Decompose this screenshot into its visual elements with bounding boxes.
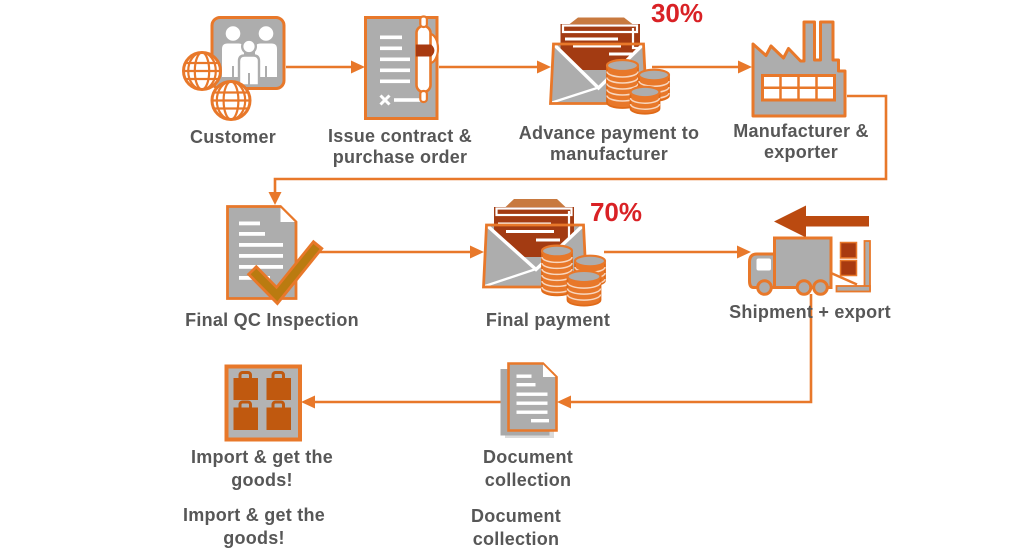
bag-icon — [233, 371, 258, 400]
label-import-goods-duplicate: Import & get the goods! — [154, 504, 354, 550]
arrow-final-qc-to-final-payment — [313, 245, 484, 259]
label-final-payment: Final payment — [448, 310, 648, 331]
check-icon — [246, 239, 324, 306]
caption-line: Import & get the — [191, 447, 333, 467]
export-arrow-icon — [774, 205, 869, 238]
envelope-coins-icon — [549, 17, 671, 115]
arrow-documents-to-import — [301, 395, 502, 409]
caption-line: collection — [472, 529, 560, 549]
arrow-final-payment-to-shipment — [604, 245, 751, 259]
arrow-contract-to-advance-payment — [439, 60, 551, 74]
caption-line: Final payment — [485, 310, 611, 330]
caption-line: Advance payment to — [518, 123, 700, 143]
label-manufacturer: Manufacturer & exporter — [701, 121, 901, 163]
envelope-coins-icon — [482, 199, 607, 307]
label-shipment: Shipment + export — [700, 302, 920, 323]
label-advance-payment: Advance payment to manufacturer — [499, 123, 719, 165]
bag-icon — [233, 400, 258, 430]
caption-line: manufacturer — [549, 144, 669, 164]
arrow-manufacturer-to-final-qc — [268, 94, 888, 205]
caption-line: goods! — [231, 470, 293, 490]
documents-icon — [500, 362, 558, 438]
caption-line: Import & get the — [183, 505, 325, 525]
coins-icon — [605, 58, 671, 115]
caption-line: exporter — [763, 142, 839, 162]
final-percent-label: 70% — [589, 197, 643, 227]
caption-line: Document — [470, 506, 561, 526]
arrow-shipment-to-documents — [557, 294, 813, 409]
caption-line: Final QC Inspection — [185, 310, 359, 330]
people-globes-icon — [182, 16, 286, 121]
caption-line: Document — [482, 447, 573, 467]
bag-icon — [266, 400, 291, 430]
arrow-advance-payment-to-manufacturer — [652, 60, 752, 74]
label-issue-contract: Issue contract & purchase order — [300, 126, 500, 168]
bags-icon — [224, 364, 302, 442]
label-final-qc: Final QC Inspection — [172, 310, 372, 331]
caption-line: Issue contract & — [327, 126, 473, 146]
label-customer: Customer — [153, 127, 313, 148]
caption-line: Shipment + export — [729, 302, 891, 322]
bag-icon — [266, 371, 291, 400]
globe-icon — [182, 51, 222, 91]
factory-icon — [751, 20, 847, 118]
globe-icon — [210, 80, 252, 121]
caption-line: purchase order — [332, 147, 468, 167]
advance-percent-label: 30% — [650, 0, 704, 28]
label-document-collection-duplicate: Document collection — [416, 505, 616, 551]
label-import-goods: Import & get the goods! — [162, 446, 362, 492]
contract-pen-icon — [364, 15, 440, 120]
coins-icon — [540, 244, 607, 307]
caption-line: Customer — [189, 127, 276, 147]
caption-line: goods! — [223, 528, 285, 548]
connector-arrows — [268, 60, 888, 409]
arrow-customer-to-contract — [286, 60, 365, 74]
document-check-icon — [226, 205, 324, 306]
caption-line: Manufacturer & — [733, 121, 869, 141]
caption-line: collection — [484, 470, 572, 490]
truck-export-icon — [748, 205, 871, 296]
label-document-collection: Document collection — [428, 446, 628, 492]
